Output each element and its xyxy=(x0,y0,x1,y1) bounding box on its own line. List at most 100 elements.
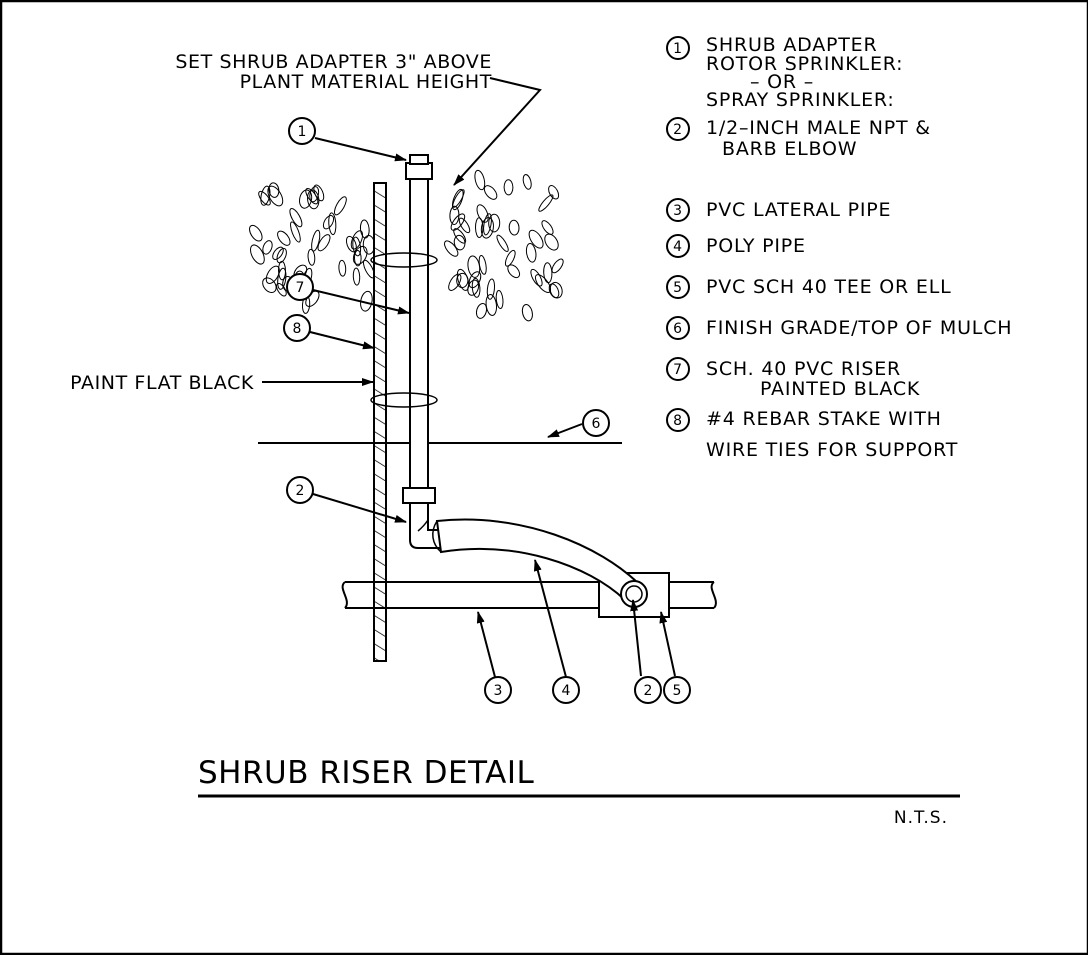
svg-text:3: 3 xyxy=(673,203,683,219)
riser-coupling xyxy=(402,487,436,504)
pvc-riser xyxy=(409,177,429,489)
foliage-leaf xyxy=(507,264,521,279)
rebar-stake xyxy=(373,182,387,662)
legend-item-5: 5 PVC SCH 40 TEE OR ELL xyxy=(666,275,951,299)
callout-2-top: 2 xyxy=(286,476,314,504)
svg-text:8: 8 xyxy=(293,321,302,337)
foliage-leaf xyxy=(258,190,271,206)
foliage-leaf xyxy=(456,268,470,291)
foliage-leaf xyxy=(468,271,482,289)
foliage-leaf xyxy=(541,220,554,235)
foliage-leaf xyxy=(249,224,263,242)
foliage-leaf xyxy=(250,244,265,265)
foliage-leaf xyxy=(311,229,321,252)
poly-pipe xyxy=(435,518,642,602)
foliage-leaf xyxy=(450,213,466,231)
svg-text:6: 6 xyxy=(592,416,601,432)
foliage-leaf xyxy=(508,219,520,236)
svg-text:– OR –: – OR – xyxy=(750,71,814,93)
foliage-leaf xyxy=(451,188,464,211)
svg-text:5: 5 xyxy=(673,280,683,296)
foliage-leaf xyxy=(544,233,559,251)
foliage-leaf xyxy=(449,205,460,225)
callout-7: 7 xyxy=(286,273,314,301)
svg-text:7: 7 xyxy=(673,362,683,378)
foliage-leaf xyxy=(522,174,532,190)
legend-item-2: 2 1/2–INCH MALE NPT & BARB ELBOW xyxy=(666,117,931,160)
foliage-leaf xyxy=(359,219,370,239)
legend: 1 SHRUB ADAPTER ROTOR SPRINKLER: – OR – … xyxy=(666,34,1012,461)
foliage-leaf xyxy=(276,247,287,264)
note-adapter-line2: PLANT MATERIAL HEIGHT xyxy=(240,71,492,93)
svg-text:PVC LATERAL PIPE: PVC LATERAL PIPE xyxy=(706,199,891,221)
foliage-leaf xyxy=(534,274,552,294)
foliage-leaf xyxy=(309,186,320,203)
foliage-leaf xyxy=(453,234,466,251)
svg-text:PVC SCH 40 TEE OR ELL: PVC SCH 40 TEE OR ELL xyxy=(706,276,951,298)
foliage-leaf xyxy=(467,279,480,296)
svg-text:1: 1 xyxy=(298,124,307,140)
foliage-leaf xyxy=(352,267,361,286)
foliage-leaf xyxy=(543,262,553,284)
svg-text:WIRE TIES FOR SUPPORT: WIRE TIES FOR SUPPORT xyxy=(706,439,958,461)
svg-text:2: 2 xyxy=(673,122,683,138)
svg-text:SPRAY SPRINKLER:: SPRAY SPRINKLER: xyxy=(706,89,895,111)
callout-8: 8 xyxy=(283,314,311,342)
foliage-leaf xyxy=(277,267,287,290)
svg-text:4: 4 xyxy=(673,239,683,255)
foliage-leaf xyxy=(360,290,373,312)
foliage-leaf xyxy=(322,215,335,230)
foliage-leaf xyxy=(290,221,301,243)
foliage-leaf xyxy=(488,213,501,233)
foliage-leaf xyxy=(503,179,514,196)
svg-text:3: 3 xyxy=(494,683,503,699)
foliage-leaf xyxy=(486,278,496,300)
foliage-leaf xyxy=(353,250,362,267)
foliage-leaf xyxy=(549,281,563,299)
foliage-leaf xyxy=(480,217,494,239)
legend-item-7: 7 SCH. 40 PVC RISER PAINTED BLACK xyxy=(666,357,920,400)
foliage-leaf xyxy=(305,188,319,205)
drawing-title: SHRUB RISER DETAIL xyxy=(198,755,535,791)
foliage-leaf xyxy=(483,185,498,200)
svg-text:BARB ELBOW: BARB ELBOW xyxy=(722,138,857,160)
foliage-leaf xyxy=(328,212,337,236)
svg-text:8: 8 xyxy=(673,413,683,429)
svg-text:1/2–INCH MALE NPT &: 1/2–INCH MALE NPT & xyxy=(706,117,931,139)
wire-ties xyxy=(370,252,438,408)
callout-2-bottom: 2 xyxy=(634,676,662,704)
svg-text:2: 2 xyxy=(296,483,305,499)
callout-6: 6 xyxy=(582,409,610,437)
legend-item-4: 4 POLY PIPE xyxy=(666,234,806,258)
foliage-leaf xyxy=(262,277,277,293)
svg-text:PAINTED BLACK: PAINTED BLACK xyxy=(760,378,920,400)
foliage-leaf xyxy=(333,196,347,216)
foliage-leaf xyxy=(452,189,465,208)
svg-text:1: 1 xyxy=(673,41,683,57)
foliage-leaf xyxy=(474,169,486,191)
foliage-leaf xyxy=(478,255,487,275)
svg-text:4: 4 xyxy=(562,683,571,699)
foliage-leaf xyxy=(338,259,347,277)
legend-item-8: 8 #4 REBAR STAKE WITH WIRE TIES FOR SUPP… xyxy=(666,408,958,461)
svg-text:SHRUB ADAPTER: SHRUB ADAPTER xyxy=(706,34,878,56)
foliage-leaf xyxy=(272,246,284,260)
svg-text:POLY PIPE: POLY PIPE xyxy=(706,235,806,257)
callout-5: 5 xyxy=(663,676,691,704)
foliage-leaf xyxy=(548,185,560,200)
foliage-leaf xyxy=(289,207,303,228)
foliage-leaf xyxy=(260,185,271,206)
foliage-leaf xyxy=(276,282,287,297)
legend-item-6: 6 FINISH GRADE/TOP OF MULCH xyxy=(666,316,1012,340)
foliage-leaf xyxy=(530,268,543,287)
foliage-leaf xyxy=(307,248,316,266)
foliage-leaf xyxy=(538,194,554,212)
svg-text:6: 6 xyxy=(673,321,683,337)
foliage-leaf xyxy=(265,265,280,284)
foliage-leaf xyxy=(485,294,498,316)
foliage-leaf xyxy=(475,302,488,319)
foliage-leaf xyxy=(307,189,320,210)
foliage-leaf xyxy=(525,242,537,263)
